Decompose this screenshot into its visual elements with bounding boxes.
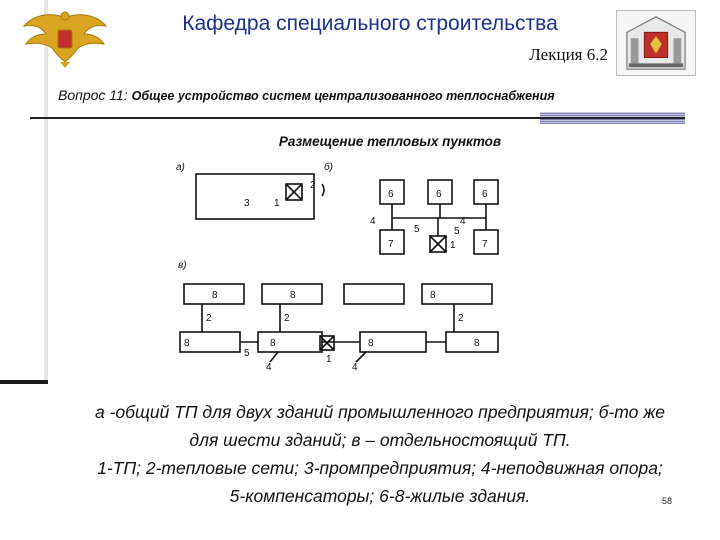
num-4-v-left: 4 <box>266 362 272 373</box>
num-1-a: 1 <box>274 198 280 209</box>
building-8-top-3 <box>343 283 405 305</box>
num-7-right: 7 <box>482 239 488 250</box>
num-5-b-right: 5 <box>454 226 460 237</box>
header-divider <box>30 117 685 119</box>
num-1-b: 1 <box>450 240 456 251</box>
figure-caption: а -общий ТП для двух зданий промышленног… <box>40 398 720 510</box>
num-4-v-right: 4 <box>352 362 358 373</box>
question-text: Общее устройство систем централизованног… <box>131 89 555 103</box>
caption-line-1: а -общий ТП для двух зданий промышленног… <box>94 402 666 422</box>
caption-line-2: для шести зданий; в – отдельностоящий ТП… <box>189 430 571 450</box>
building-8-top-1 <box>183 283 245 305</box>
left-decor-shadow <box>44 0 48 383</box>
heat-points-diagram: а) 3 1 2 б) 6 6 6 7 7 4 5 4 5 1 в) 8 8 8… <box>176 161 499 373</box>
num-8-top-4: 8 <box>430 290 436 301</box>
question-prefix: Вопрос 11: <box>58 87 132 103</box>
slide-subtitle: Размещение тепловых пунктов <box>278 134 502 149</box>
question-heading: Вопрос 11: Общее устройство систем центр… <box>58 87 555 103</box>
label-b: б) <box>324 161 333 173</box>
num-3-a: 3 <box>244 198 250 209</box>
eagle-emblem-icon <box>22 11 108 68</box>
university-emblem-icon <box>616 10 696 76</box>
building-a <box>195 173 315 220</box>
caption-line-3: 1-ТП; 2-тепловые сети; 3-промпредприятия… <box>97 458 663 478</box>
num-8-top-2: 8 <box>290 290 296 301</box>
num-6-mid: 6 <box>436 189 442 200</box>
num-8-bottom-3: 8 <box>368 338 374 349</box>
num-6-right: 6 <box>482 189 488 200</box>
num-6-left: 6 <box>388 189 394 200</box>
building-8-top-4 <box>421 283 493 305</box>
num-8-top-1: 8 <box>212 290 218 301</box>
num-8-bottom-4: 8 <box>474 338 480 349</box>
left-decor-bottom <box>0 380 48 384</box>
num-2-v-2: 2 <box>284 313 290 324</box>
num-2-v-4: 2 <box>458 313 464 324</box>
caption-line-4: 5-компенсаторы; 6-8-жилые здания. <box>229 486 531 506</box>
department-title: Кафедра специального строительства <box>182 12 558 35</box>
num-2-v-1: 2 <box>206 313 212 324</box>
num-4-b-left: 4 <box>370 216 376 227</box>
building-8-top-2 <box>261 283 323 305</box>
num-2-a: 2 <box>310 180 316 191</box>
num-1-v: 1 <box>326 354 332 365</box>
num-8-bottom-2: 8 <box>270 338 276 349</box>
label-v: в) <box>178 260 187 271</box>
num-7-left: 7 <box>388 239 394 250</box>
num-4-b-right: 4 <box>460 216 466 227</box>
page-number: 58 <box>662 496 673 506</box>
building-8-bottom-4 <box>445 331 499 353</box>
label-a: а) <box>176 162 185 173</box>
tp-box-v <box>319 335 335 351</box>
tp-box-a <box>285 183 303 201</box>
building-8-bottom-2 <box>257 331 323 353</box>
num-8-bottom-1: 8 <box>184 338 190 349</box>
num-5-b-left: 5 <box>414 224 420 235</box>
num-5-v: 5 <box>244 348 250 359</box>
lecture-label: Лекция 6.2 <box>529 45 608 64</box>
